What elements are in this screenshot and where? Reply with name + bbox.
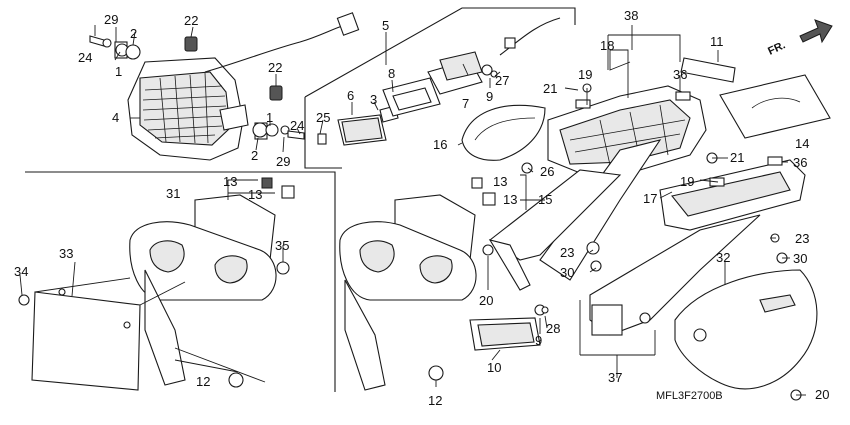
callout-8: 8 xyxy=(388,66,395,81)
callout-labels: 24 29 2 1 22 4 22 1 2 29 24 25 5 6 3 8 7… xyxy=(14,8,829,408)
callout-13-mid-b: 13 xyxy=(503,192,517,207)
callout-29-top: 29 xyxy=(104,12,118,27)
callout-27: 27 xyxy=(495,73,509,88)
callout-38: 38 xyxy=(624,8,638,23)
lower-fender xyxy=(589,159,806,336)
license-bracket-left xyxy=(18,177,295,391)
callout-9-bottom: 9 xyxy=(535,333,542,348)
callout-2-mid: 2 xyxy=(251,148,258,163)
callout-20-mid: 20 xyxy=(479,293,493,308)
callout-36-mid: 36 xyxy=(793,155,807,170)
front-direction-indicator: FR. xyxy=(766,19,833,58)
front-arrow-icon xyxy=(799,19,833,44)
callout-6: 6 xyxy=(347,88,354,103)
callout-32: 32 xyxy=(716,250,730,265)
callout-12-mid: 12 xyxy=(428,393,442,408)
callout-10: 10 xyxy=(487,360,501,375)
callout-16: 16 xyxy=(433,137,447,152)
rear-fender xyxy=(488,85,707,291)
group-frame-lines xyxy=(25,7,576,392)
callout-7: 7 xyxy=(462,96,469,111)
reflector xyxy=(469,304,549,351)
callout-34: 34 xyxy=(14,264,28,279)
callout-18: 18 xyxy=(600,38,614,53)
callout-30-left: 30 xyxy=(560,265,574,280)
tail-light-assembly xyxy=(114,12,360,161)
callout-19-top: 19 xyxy=(578,67,592,82)
callout-21-top: 21 xyxy=(543,81,557,96)
callout-21-mid: 21 xyxy=(730,150,744,165)
callout-12-left: 12 xyxy=(196,374,210,389)
callout-19-mid: 19 xyxy=(680,174,694,189)
callout-26: 26 xyxy=(540,164,554,179)
callout-25: 25 xyxy=(316,110,330,125)
callout-23-left: 23 xyxy=(560,245,574,260)
leader-lines xyxy=(19,25,806,396)
callout-23-right: 23 xyxy=(795,231,809,246)
callout-1-top: 1 xyxy=(115,64,122,79)
callout-9-top: 9 xyxy=(486,89,493,104)
callout-22-mid: 22 xyxy=(268,60,282,75)
callout-5: 5 xyxy=(382,18,389,33)
callout-20-bottom: 20 xyxy=(815,387,829,402)
callout-4: 4 xyxy=(112,110,119,125)
misc-small-parts xyxy=(471,57,831,401)
callout-15: 15 xyxy=(538,192,552,207)
callout-29-mid: 29 xyxy=(276,154,290,169)
callout-13-left-b: 13 xyxy=(248,187,262,202)
callout-22-top: 22 xyxy=(184,13,198,28)
callout-2-top: 2 xyxy=(130,26,137,41)
callout-37: 37 xyxy=(608,370,622,385)
license-bracket-center xyxy=(339,194,477,391)
seat-cowl xyxy=(461,104,546,161)
callout-35: 35 xyxy=(275,238,289,253)
side-cover xyxy=(674,269,818,390)
callout-30-right: 30 xyxy=(793,251,807,266)
callout-36-top: 36 xyxy=(673,67,687,82)
tail-light-hardware xyxy=(89,35,305,140)
diagram-code: MFL3F2700B xyxy=(656,390,723,402)
callout-17: 17 xyxy=(643,191,657,206)
callout-1-mid: 1 xyxy=(266,110,273,125)
callout-28: 28 xyxy=(546,321,560,336)
callout-13-left-a: 13 xyxy=(223,174,237,189)
callout-13-mid-a: 13 xyxy=(493,174,507,189)
front-label: FR. xyxy=(766,39,787,57)
callout-14: 14 xyxy=(795,136,809,151)
callout-33: 33 xyxy=(59,246,73,261)
callout-24-top: 24 xyxy=(78,50,92,65)
callout-3: 3 xyxy=(370,92,377,107)
callout-11: 11 xyxy=(710,34,724,49)
callout-31: 31 xyxy=(166,186,180,201)
callout-24-mid: 24 xyxy=(290,118,304,133)
license-light-cluster xyxy=(317,17,561,146)
